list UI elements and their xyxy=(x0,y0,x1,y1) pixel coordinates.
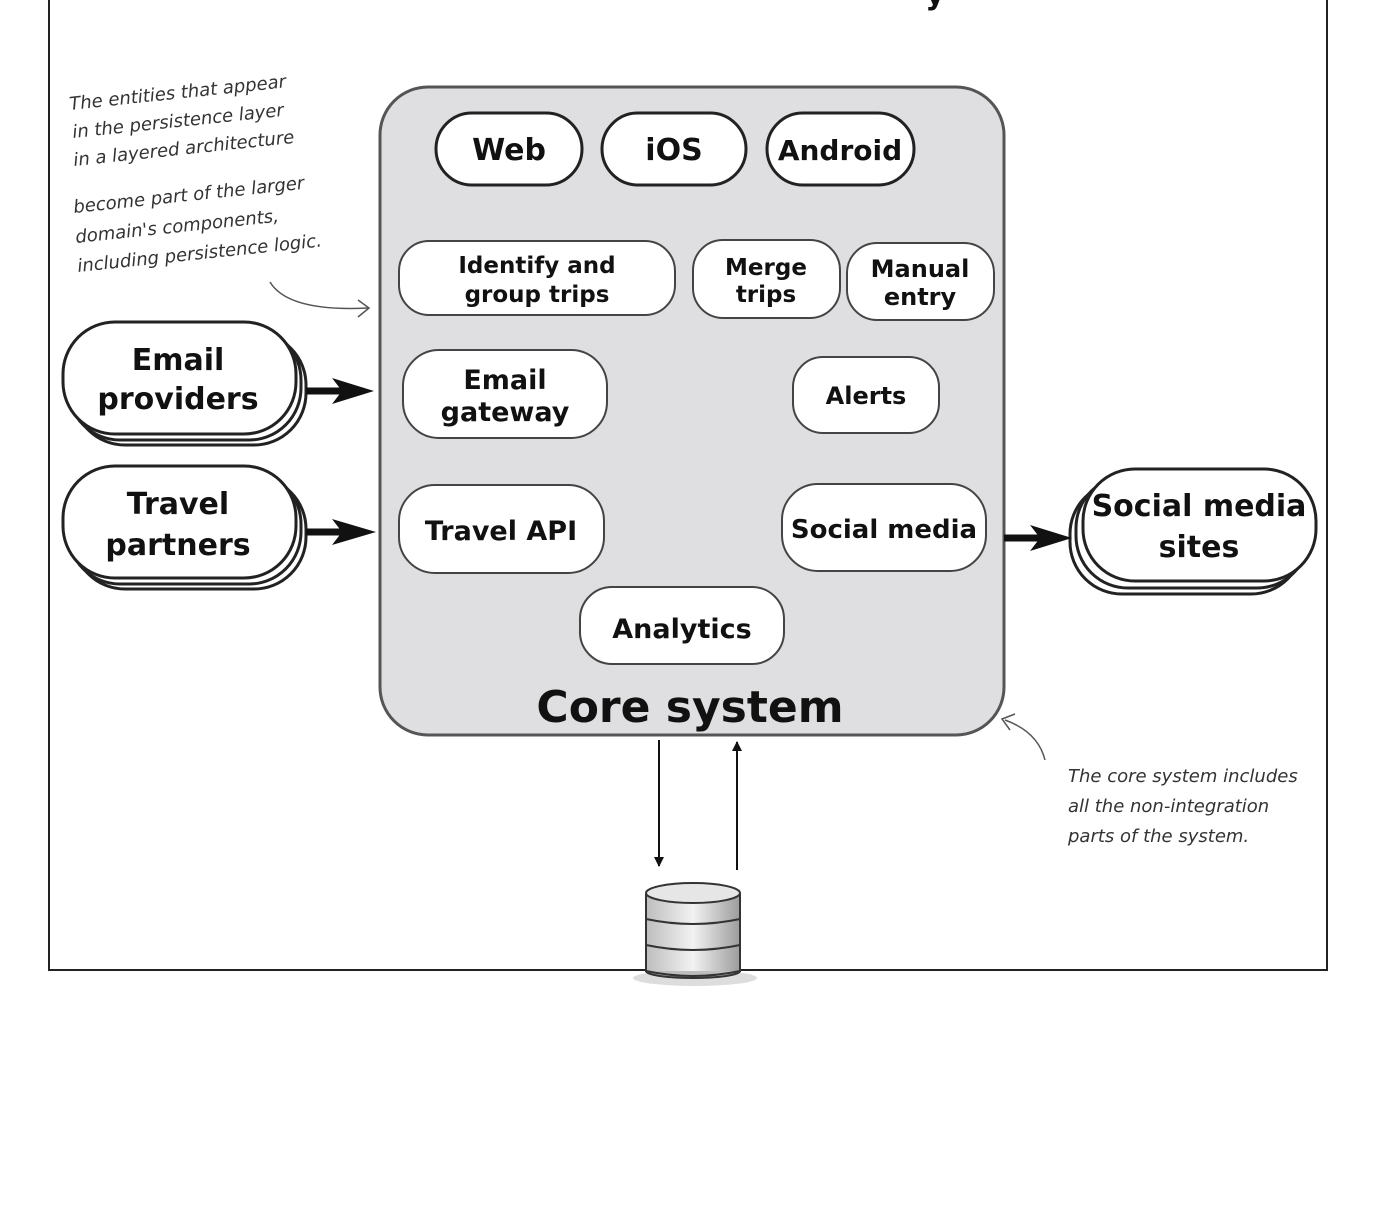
email-gateway-line2: gateway xyxy=(441,397,570,428)
analytics-label: Analytics xyxy=(612,614,751,645)
web-component: Web xyxy=(434,111,584,187)
core-note: The core system includes all the non-int… xyxy=(1000,713,1298,847)
manual-entry-component: Manual entry xyxy=(846,242,995,321)
social-media-sites-node: Social media sites xyxy=(1068,467,1318,596)
persistence-note: The entities that appear in the persiste… xyxy=(68,71,371,318)
top-label: y xyxy=(925,0,945,12)
merge-line2: trips xyxy=(736,282,796,308)
social-media-sites-line1: Social media xyxy=(1092,489,1307,524)
arrow-travel-to-core xyxy=(306,519,376,545)
identify-trips-component: Identify and group trips xyxy=(398,240,676,316)
ios-label: iOS xyxy=(645,133,702,168)
email-providers-node: Email providers xyxy=(61,320,308,447)
alerts-label: Alerts xyxy=(826,382,907,410)
merge-trips-component: Merge trips xyxy=(692,239,841,319)
ios-component: iOS xyxy=(600,111,748,187)
email-providers-line2: providers xyxy=(97,382,258,417)
email-providers-line1: Email xyxy=(132,343,225,378)
manual-line1: Manual xyxy=(871,255,970,283)
email-gateway-component: Email gateway xyxy=(402,349,608,439)
core-note-line-0: The core system includes xyxy=(1068,766,1298,787)
manual-line2: entry xyxy=(884,283,957,311)
identify-line2: group trips xyxy=(465,282,610,308)
web-label: Web xyxy=(472,133,546,168)
travel-partners-node: Travel partners xyxy=(61,464,308,591)
social-media-label: Social media xyxy=(791,515,977,545)
persistence-note-arrow xyxy=(269,281,369,310)
travel-partners-line1: Travel xyxy=(127,487,229,522)
identify-line1: Identify and xyxy=(458,253,615,279)
arrow-core-to-social xyxy=(1004,525,1072,551)
travel-partners-line2: partners xyxy=(105,528,250,563)
core-note-line-1: all the non-integration xyxy=(1068,796,1269,817)
android-component: Android xyxy=(765,111,916,187)
core-note-arrow xyxy=(1004,719,1046,761)
social-media-sites-line2: sites xyxy=(1159,530,1240,565)
core-system-label: Core system xyxy=(536,682,843,733)
android-label: Android xyxy=(778,134,902,167)
travel-api-component: Travel API xyxy=(398,484,605,574)
core-note-line-2: parts of the system. xyxy=(1067,826,1249,847)
analytics-component: Analytics xyxy=(579,586,785,665)
merge-line1: Merge xyxy=(725,255,807,281)
database-icon xyxy=(633,882,757,986)
travel-api-label: Travel API xyxy=(425,516,577,547)
arrow-email-to-core xyxy=(306,378,374,404)
social-media-component: Social media xyxy=(781,483,987,572)
email-gateway-line1: Email xyxy=(463,365,546,396)
alerts-component: Alerts xyxy=(792,356,940,434)
